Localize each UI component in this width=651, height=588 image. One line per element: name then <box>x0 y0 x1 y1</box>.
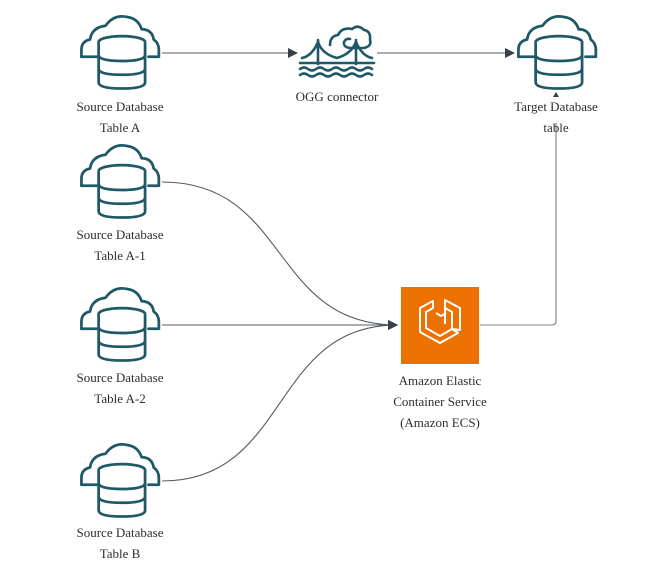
source-b-label-line2: Table B <box>99 546 141 561</box>
source-a1-label-line2: Table A-1 <box>94 248 146 263</box>
edge-source-a1-to-ecs <box>161 181 398 330</box>
edge-ecs-to-target <box>480 123 557 326</box>
ecs-label-line2: Container Service <box>393 394 487 409</box>
ecs-icon <box>419 299 461 344</box>
edge-source-b-to-ecs <box>161 320 398 482</box>
source-a2-label-line1: Source Database <box>76 370 164 385</box>
source-a2-icon <box>80 287 161 362</box>
bridge-cloud-icon <box>298 25 376 78</box>
ecs-label: Amazon Elastic Container Service (Amazon… <box>360 370 520 433</box>
source-a2-label-line2: Table A-2 <box>94 391 146 406</box>
source-a1-label-line1: Source Database <box>76 227 164 242</box>
ogg-label-line1: OGG connector <box>295 89 379 104</box>
target-db-icon <box>517 15 598 90</box>
ecs-label-line1: Amazon Elastic <box>398 373 482 388</box>
source-a2-label: Source Database Table A-2 <box>40 367 200 409</box>
target-label-line2: table <box>543 120 569 135</box>
ogg-label: OGG connector <box>257 86 417 107</box>
ecs-box <box>401 287 479 364</box>
source-a-icon <box>80 15 161 90</box>
ecs-label-line3: (Amazon ECS) <box>400 415 480 430</box>
source-a-label-line2: Table A <box>99 120 141 135</box>
source-b-icon <box>80 443 161 518</box>
target-label-line1: Target Database <box>514 99 598 114</box>
source-a1-icon <box>80 144 161 219</box>
source-b-label: Source Database Table B <box>40 522 200 564</box>
source-b-label-line1: Source Database <box>76 525 164 540</box>
target-label: Target Database table <box>476 96 636 138</box>
source-a-label-line1: Source Database <box>76 99 164 114</box>
edge-ecs-to-target-arrowhead <box>553 92 559 97</box>
edges <box>161 48 559 482</box>
source-a1-label: Source Database Table A-1 <box>40 224 200 266</box>
source-a-label: Source Database Table A <box>40 96 200 138</box>
